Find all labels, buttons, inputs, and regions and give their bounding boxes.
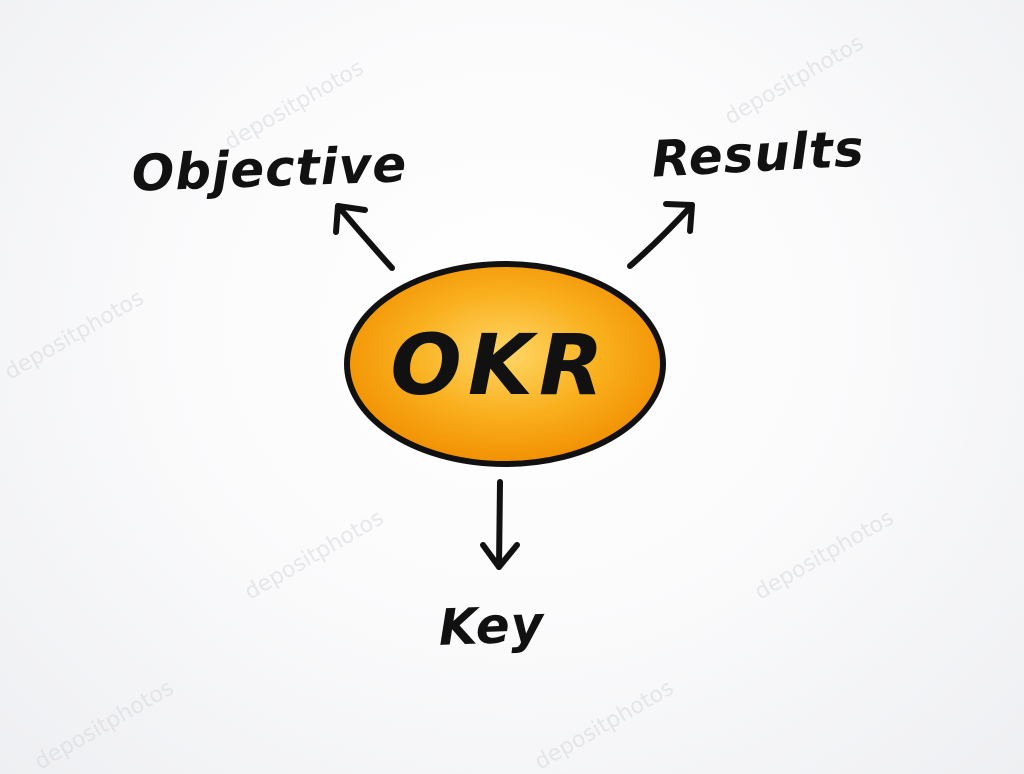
- watermark-text: depositphotos: [751, 506, 899, 606]
- arrow-to-results: [627, 201, 695, 269]
- watermark-text: depositphotos: [721, 31, 869, 131]
- watermark-text: depositphotos: [1, 286, 149, 386]
- okr-ellipse: [344, 261, 666, 467]
- okr-label: OKR: [390, 316, 609, 414]
- key-label: Key: [438, 595, 547, 657]
- watermark-text: depositphotos: [31, 676, 179, 774]
- arrow-to-key: [480, 479, 520, 570]
- arrow-to-objective: [333, 203, 395, 271]
- watermark-text: depositphotos: [531, 676, 679, 774]
- watermark-text: depositphotos: [241, 506, 389, 606]
- results-label: Results: [650, 119, 866, 188]
- objective-label: Objective: [131, 135, 408, 203]
